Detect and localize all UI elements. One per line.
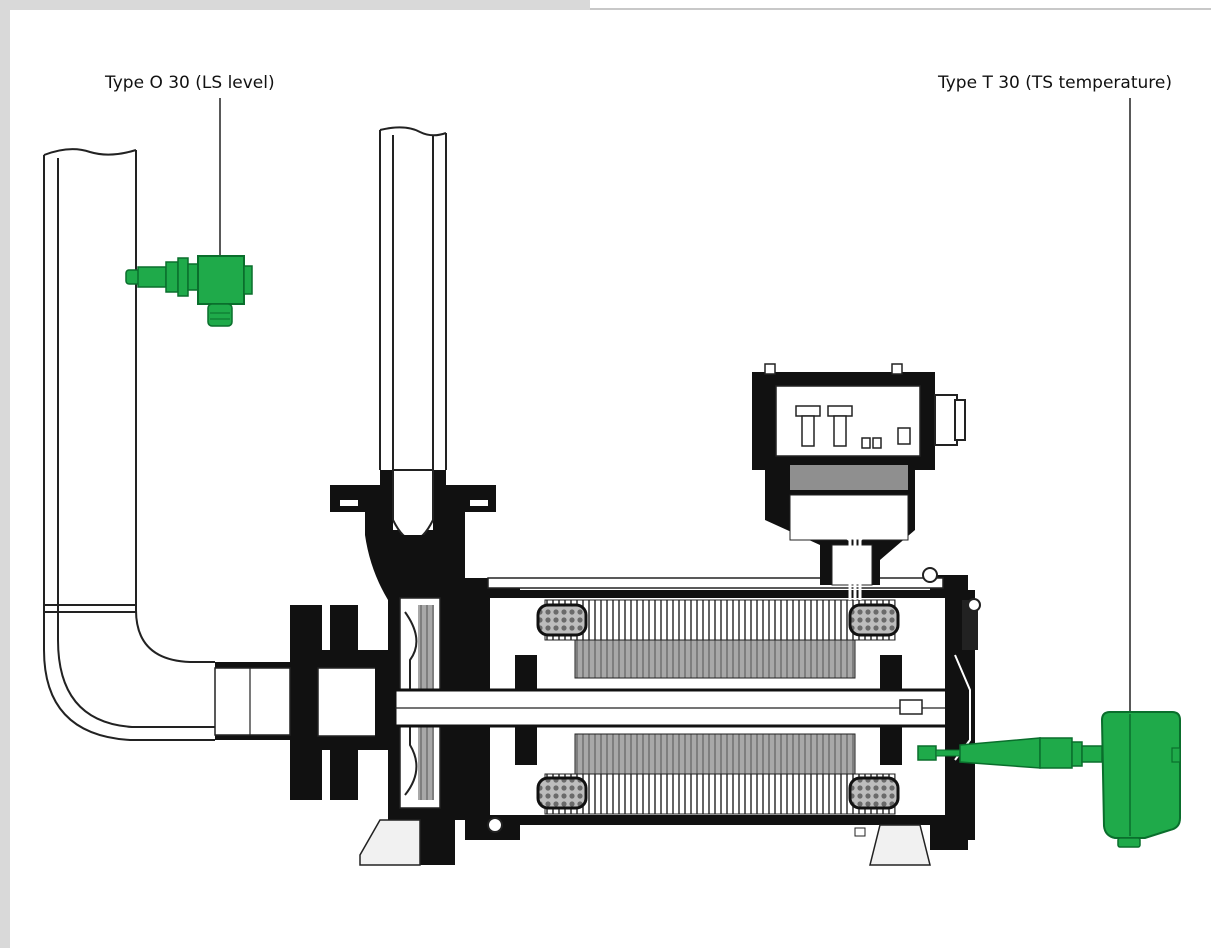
winding-end-upper-right (848, 603, 900, 637)
temperature-sensor-t30 (917, 711, 1181, 848)
winding-end-lower-left (536, 776, 588, 810)
panel-tab-edge (590, 0, 1211, 10)
suction-pipe (43, 148, 215, 741)
suction-flange (214, 605, 388, 800)
stator-upper (544, 599, 896, 641)
stator-lower (544, 773, 896, 815)
level-sensor-label: Type O 30 (LS level) (104, 73, 275, 93)
rotor-upper (574, 639, 856, 679)
pump-shaft (393, 688, 972, 728)
temperature-sensor-label: Type T 30 (TS temperature) (937, 73, 1172, 93)
pump-volute-casing (365, 535, 490, 865)
terminal-box (752, 363, 966, 600)
level-sensor-o30 (125, 255, 253, 327)
end-cover (945, 590, 981, 840)
winding-end-lower-right (848, 776, 900, 810)
discharge-flange (330, 469, 496, 583)
rotor-lower (574, 733, 856, 775)
winding-end-upper-left (536, 603, 588, 637)
